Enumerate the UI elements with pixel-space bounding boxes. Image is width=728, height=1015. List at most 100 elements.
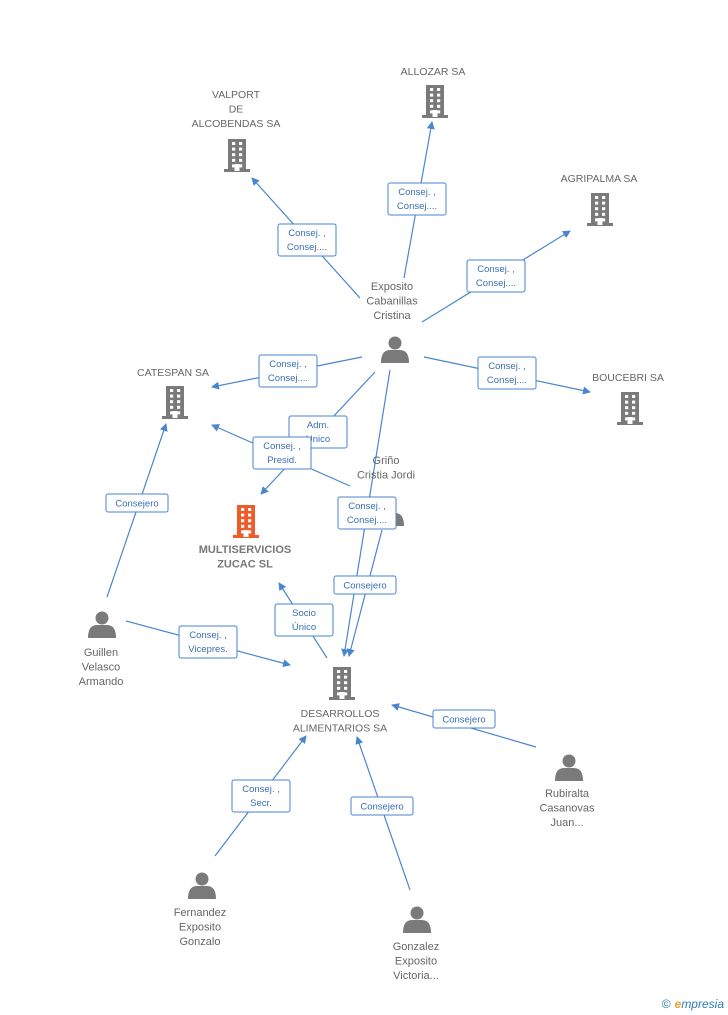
- node-label: Juan...: [550, 817, 583, 829]
- person-icon: [381, 336, 409, 363]
- node-label: Armando: [79, 676, 124, 688]
- edge-label-box[interactable]: Consej. ,Consej....: [466, 259, 526, 293]
- node-label: ZUCAC SL: [217, 559, 273, 571]
- node-label: DE: [229, 104, 244, 116]
- node-allozar[interactable]: ALLOZAR SA: [401, 66, 466, 118]
- node-label: ALLOZAR SA: [401, 66, 466, 78]
- edge-label-box[interactable]: Consejero: [105, 493, 169, 513]
- node-label: Rubiralta: [545, 788, 590, 800]
- edge-label-text: Consej....: [397, 201, 437, 212]
- edge-label-frame: [252, 436, 312, 470]
- edge-label-text: Consej. ,: [398, 187, 436, 198]
- node-label: Exposito: [371, 281, 413, 293]
- building-icon: [329, 667, 355, 700]
- edge-label-box[interactable]: Consej. , Secr.: [231, 779, 291, 813]
- person-icon: [403, 906, 431, 933]
- edge-label-text: Consej....: [347, 515, 387, 526]
- node-label: DESARROLLOS: [301, 708, 380, 720]
- edge-label-text: Consej. ,: [477, 264, 515, 275]
- edge-label-frame: [466, 259, 526, 293]
- edge-label-frame: [333, 575, 397, 595]
- node-label: Cabanillas: [366, 296, 418, 308]
- edge-label-text: Único: [292, 622, 316, 633]
- edge-label-box[interactable]: Consej. , Consej....: [337, 496, 397, 530]
- building-icon: [162, 386, 188, 419]
- edge-label-box[interactable]: Consejero: [333, 575, 397, 595]
- edge-label-text: Consej. ,: [348, 501, 386, 512]
- edge-label-box[interactable]: Consej. , Presid.: [252, 436, 312, 470]
- edge-label-box[interactable]: Consej. , Consej....: [387, 182, 447, 216]
- node-label: AGRIPALMA SA: [561, 173, 638, 185]
- node-label: BOUCEBRI SA: [592, 372, 664, 384]
- building-icon: [587, 193, 613, 226]
- node-desarrollos[interactable]: DESARROLLOS ALIMENTARIOS SA: [293, 667, 387, 735]
- edge-label-text: Consejero: [360, 802, 403, 813]
- person-icon: [188, 872, 216, 899]
- edge-label-box[interactable]: Consej. , Consej....: [258, 354, 318, 388]
- edge-label-text: Consejero: [115, 499, 158, 510]
- edge-label-text: Presid.: [267, 455, 297, 466]
- edge-labels-layer: Consej. , Consej.... Consej. , Consej.... Co…: [105, 182, 537, 816]
- node-label: Fernandez: [174, 907, 227, 919]
- edge-label-text: Unico: [306, 434, 330, 445]
- edge-label-frame: [258, 354, 318, 388]
- edge-label-box[interactable]: Consejero: [350, 796, 414, 816]
- node-label: Exposito: [179, 922, 221, 934]
- node-label: Guillen: [84, 647, 118, 659]
- edge-label-box[interactable]: Consejero: [432, 709, 496, 729]
- empresia-watermark: ©empresia: [662, 997, 724, 1011]
- node-label: Victoria...: [393, 970, 439, 982]
- edge-label-text: Consej. ,: [288, 228, 326, 239]
- edge-label-box[interactable]: Consej. , Consej....: [277, 223, 337, 257]
- edge-label-text: Consej. ,: [242, 784, 280, 795]
- edge-label-text: Consejero: [343, 581, 386, 592]
- edge-label-frame: [350, 796, 414, 816]
- node-label: Cristia Jordi: [357, 470, 415, 482]
- edge-label-frame: [277, 223, 337, 257]
- edge-label-text: Consej....: [287, 242, 327, 253]
- edge-label-box[interactable]: Consej. ,Vicepres.: [178, 625, 238, 659]
- node-label: VALPORT: [212, 89, 261, 101]
- edge-label-text: Consej....: [487, 375, 527, 386]
- edge-label-text: Vicepres.: [188, 644, 227, 655]
- node-boucebri[interactable]: BOUCEBRI SA: [592, 372, 664, 425]
- node-label: Gonzalez: [393, 941, 439, 953]
- building-icon: [617, 392, 643, 425]
- person-icon: [555, 754, 583, 781]
- node-valport[interactable]: VALPORT DE ALCOBENDAS SA: [192, 89, 281, 172]
- node-label: Casanovas: [539, 803, 595, 815]
- node-label: Exposito: [395, 956, 437, 968]
- edge-label-box[interactable]: Consej. ,Consej....: [477, 356, 537, 390]
- edge-label-text: Secr.: [250, 798, 272, 809]
- node-rubiralta[interactable]: RubiraltaCasanovasJuan...: [539, 754, 595, 830]
- node-label: ALCOBENDAS SA: [192, 118, 281, 130]
- edge-label-text: Consej. ,: [263, 441, 301, 452]
- node-label: ALIMENTARIOS SA: [293, 723, 387, 735]
- edge-label-frame: [477, 356, 537, 390]
- edge-label-frame: [178, 625, 238, 659]
- edge-label-frame: [105, 493, 169, 513]
- edge-label-text: Consej....: [268, 373, 308, 384]
- edge-label-text: Consejero: [442, 715, 485, 726]
- node-label: Griño: [373, 455, 400, 467]
- copyright-symbol: ©: [661, 997, 671, 1011]
- node-label: Gonzalo: [180, 936, 221, 948]
- node-label: CATESPAN SA: [137, 367, 209, 379]
- edge-label-text: Consej. ,: [269, 359, 307, 370]
- edge-label-text: Adm.: [307, 420, 329, 431]
- person-icon: [88, 611, 116, 638]
- node-agripalma[interactable]: AGRIPALMA SA: [561, 173, 638, 226]
- node-label: Cristina: [373, 310, 411, 322]
- edge-label-frame: [274, 603, 334, 637]
- node-gonzalez[interactable]: GonzalezExpositoVictoria...: [393, 906, 439, 983]
- edge-label-frame: [231, 779, 291, 813]
- node-label: Velasco: [82, 662, 121, 674]
- building-icon: [224, 139, 250, 172]
- node-catespan[interactable]: CATESPAN SA: [137, 367, 209, 419]
